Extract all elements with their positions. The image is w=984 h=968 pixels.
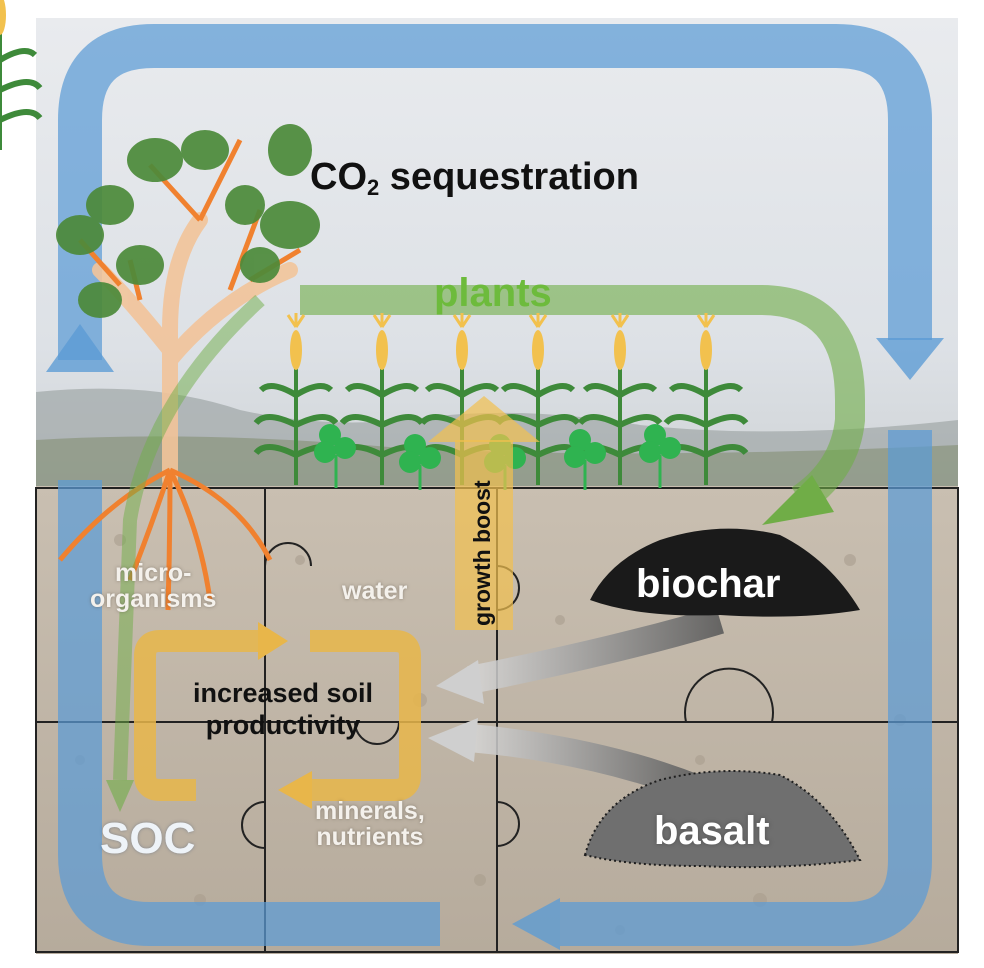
plants-label: plants: [434, 271, 552, 315]
water-label: water: [342, 577, 408, 605]
growth-boost-label: growth boost: [469, 480, 495, 626]
diagram-title: CO2 sequestration: [310, 156, 639, 200]
increased-soil-productivity-label: increased soil productivity: [192, 678, 374, 740]
tree-icon: [56, 124, 320, 611]
biochar-label: biochar: [636, 562, 781, 606]
plants-to-soc-arrow: [106, 294, 265, 812]
productivity-loop-arrowheads: [258, 622, 312, 809]
co2-cycle-arrow: [58, 24, 932, 946]
soc-label: SOC: [100, 814, 196, 863]
biochar-pile-icon: [590, 528, 860, 617]
corn-plant-icon: [0, 0, 746, 485]
productivity-loop-arrow: [134, 630, 421, 801]
growth-boost-arrow: [428, 396, 540, 630]
basalt-pile-icon: [583, 770, 862, 869]
minerals-nutrients-label: minerals, nutrients: [315, 797, 425, 852]
basalt-label: basalt: [654, 809, 770, 853]
plants-to-biochar-arrow: [300, 285, 865, 525]
co2-cycle-arrowheads: [46, 324, 944, 950]
microorganisms-label: micro- organisms: [90, 559, 217, 614]
biochar-to-soil-arrow: [436, 606, 725, 704]
